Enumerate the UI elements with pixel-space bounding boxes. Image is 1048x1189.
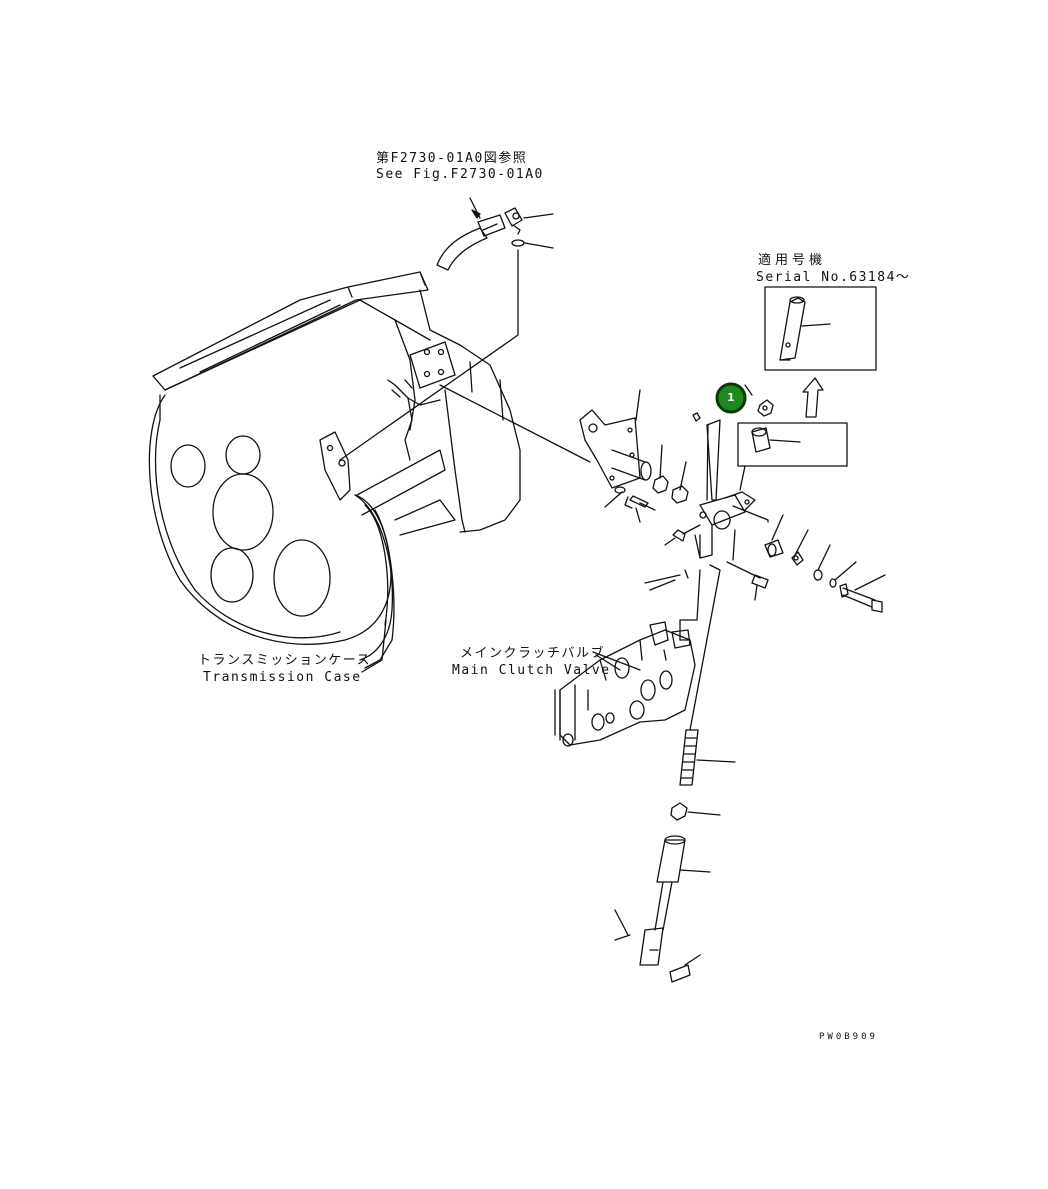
lever-assembly-drawing (644, 286, 886, 731)
transmission-case-drawing (148, 271, 521, 669)
serial-label-en: Serial No.63184～ (756, 270, 911, 285)
ref-fig-label-en: See Fig.F2730-01A0 (376, 167, 544, 182)
mounting-bracket-drawing (439, 384, 689, 523)
main-clutch-valve-drawing (554, 621, 696, 747)
lower-linkage-drawing (614, 729, 736, 983)
label-leaders (361, 619, 641, 673)
hose-fitting-drawing (339, 197, 554, 461)
case-label-en: Transmission Case (203, 670, 362, 685)
ref-fig-label-jp: 第F2730-01A0図参照 (376, 151, 528, 166)
valve-label-jp: メインクラッチバルブ (460, 646, 606, 661)
valve-label-en: Main Clutch Valve (452, 663, 611, 678)
drawing-code: PW0B909 (819, 1032, 878, 1042)
callout-number[interactable]: 1 (727, 391, 735, 404)
serial-label-jp: 適用号機 (758, 253, 827, 268)
case-label-jp: トランスミッションケース (198, 653, 372, 668)
callout-badge-1[interactable] (715, 382, 747, 414)
